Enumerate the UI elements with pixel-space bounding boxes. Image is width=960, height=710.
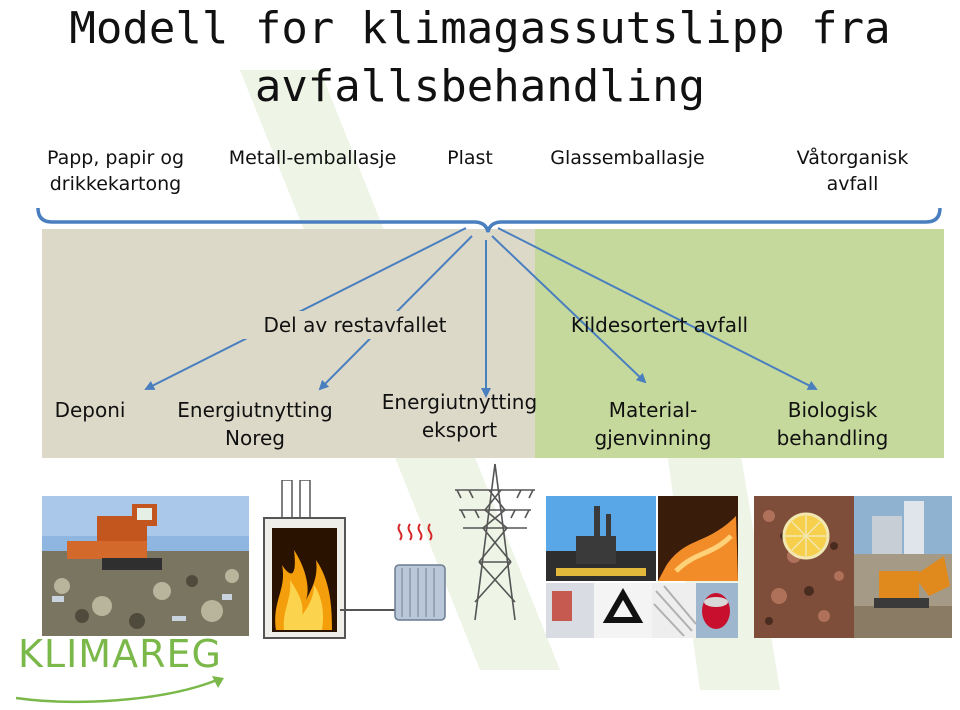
treatment-energy-export: Energiutnytting eksport (381, 390, 538, 442)
power-pylon-icon (455, 463, 535, 621)
residual-waste-band (42, 229, 535, 458)
recycling-collage-icon (546, 496, 738, 638)
landfill-photo-icon (42, 496, 249, 636)
logo-text: KLIMAREG (18, 632, 222, 676)
category-metal: Metall-emballasje (228, 147, 397, 169)
arrow-to-material (491, 235, 647, 384)
arrow-to-deponi (144, 227, 467, 390)
group-label-residual: Del av restavfallet (240, 311, 470, 339)
category-paper: Papp, papir og drikkekartong (46, 147, 185, 195)
radiator-icon (340, 523, 446, 621)
treatment-biological: Biologisk behandling (776, 398, 889, 450)
treatment-energy-noreg: Energiutnytting Noreg (177, 398, 333, 450)
group-label-sorted: Kildesortert avfall (570, 313, 749, 337)
category-organic: Våtorganisk avfall (796, 147, 909, 195)
arrow-to-biological (497, 227, 818, 390)
flow-arrows (36, 207, 942, 398)
source-sorted-band (535, 229, 944, 458)
title-line-2: avfallsbehandling (254, 61, 706, 112)
category-glass: Glassemballasje (550, 147, 705, 169)
furnace-icon (263, 480, 346, 639)
category-plastic: Plast (447, 147, 493, 169)
klimareg-logo: KLIMAREG (0, 628, 245, 710)
page-title: Modell for klimagassutslipp fra avfallsb… (0, 0, 960, 116)
category-brace (36, 207, 942, 233)
logo-swoosh-icon (15, 676, 224, 704)
title-line-1: Modell for klimagassutslipp fra (69, 3, 891, 54)
treatment-deponi: Deponi (54, 398, 126, 422)
treatment-material-recycling: Material- gjenvinning (594, 398, 712, 450)
compost-collage-icon (754, 496, 952, 638)
